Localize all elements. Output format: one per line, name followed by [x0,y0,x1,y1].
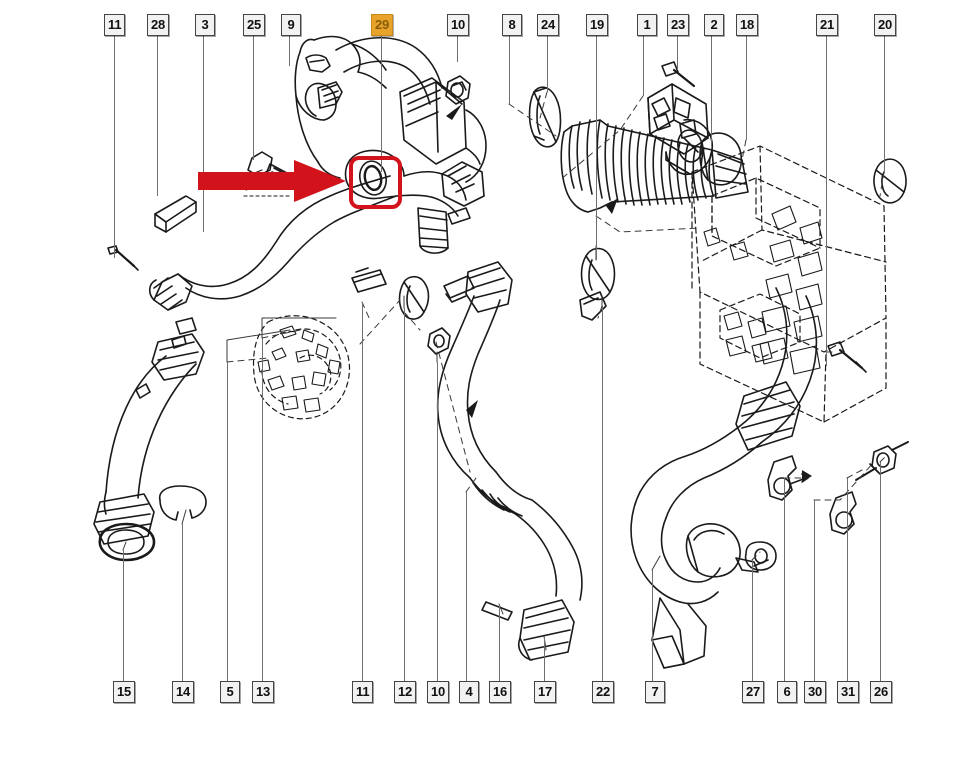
callout-badge-22-bottom-10[interactable]: 22 [592,681,615,703]
callout-badge-17-bottom-9[interactable]: 17 [534,681,557,703]
engine-block-phantom [691,145,887,423]
callout-badge-14-bottom-1[interactable]: 14 [172,681,195,703]
upper-charge-pipe [335,36,487,183]
center-junction-seal [344,149,485,254]
callout-leader-line-21 [826,36,827,366]
callout-badge-11-bottom-4[interactable]: 11 [352,681,374,703]
callout-badge-31-bottom-15[interactable]: 31 [837,681,860,703]
reference-lines [226,91,887,561]
callout-leader-line-28 [157,36,158,196]
callout-leader-line-10 [437,362,438,681]
callout-badge-9-top-4[interactable]: 9 [281,14,301,36]
callout-badge-10-bottom-6[interactable]: 10 [427,681,450,703]
callout-leader-line-5 [227,362,228,681]
ring-11-mid [355,267,369,273]
callout-badge-10-top-6[interactable]: 10 [447,14,470,36]
callout-badge-30-bottom-14[interactable]: 30 [804,681,827,703]
callout-badge-11-top-0[interactable]: 11 [104,14,126,36]
callout-leader-line-31 [847,478,848,681]
callout-leader-line-10 [457,36,458,62]
callout-leader-line-7 [652,570,653,681]
callout-leader-line-22 [602,306,603,681]
callout-badge-7-bottom-11[interactable]: 7 [645,681,665,703]
callout-badge-4-bottom-7[interactable]: 4 [459,681,479,703]
red-pointer-arrow [198,160,346,202]
pin-11-upper [107,245,139,271]
engine-block-detail [703,205,823,375]
callout-leader-line-29 [381,36,382,172]
callout-leader-line-18 [746,36,747,140]
callout-leader-line-11 [362,302,363,681]
callout-badge-25-top-3[interactable]: 25 [243,14,266,36]
callout-badge-15-bottom-0[interactable]: 15 [113,681,136,703]
callout-leader-line-19 [596,36,597,260]
callout-leader-line-23 [677,36,678,70]
callout-leader-line-14 [182,524,183,681]
callout-badge-3-top-2[interactable]: 3 [195,14,215,36]
callout-leader-line-30 [814,500,815,681]
callout-badge-16-bottom-8[interactable]: 16 [489,681,512,703]
pin-11-lower [171,335,187,349]
callout-leader-line-25 [253,36,254,160]
callout-badge-23-top-11[interactable]: 23 [667,14,690,36]
callout-badge-18-top-13[interactable]: 18 [736,14,759,36]
callout-leader-line-1 [643,36,644,96]
callout-leader-line-15 [123,550,124,681]
callout-badge-26-bottom-16[interactable]: 26 [870,681,893,703]
ring-19 [580,247,616,301]
callout-leader-line-27 [752,560,753,681]
lower-left-pipe [93,333,207,562]
callout-badge-1-top-10[interactable]: 1 [637,14,657,36]
turbocharger-detail [257,325,341,413]
callout-badge-29-top-5[interactable]: 29 [371,14,394,36]
callout-leader-line-17 [544,636,545,681]
callout-leader-line-8 [509,36,510,104]
callout-leader-line-24 [547,36,548,92]
left-charge-pipe-3 [148,175,397,335]
callout-leader-line-11 [114,36,115,258]
hose-clamp-ring-24 [528,86,562,148]
callout-leader-line-16 [499,604,500,681]
callout-leader-line-26 [880,462,881,681]
callout-badge-19-top-9[interactable]: 19 [586,14,609,36]
callout-leader-line-6 [784,478,785,681]
callout-badge-12-bottom-5[interactable]: 12 [394,681,417,703]
callout-badge-5-bottom-2[interactable]: 5 [220,681,240,703]
throttle-body [647,61,743,186]
callout-badge-2-top-12[interactable]: 2 [704,14,724,36]
right-lower-charge-pipe [630,287,818,669]
callout-badge-6-bottom-13[interactable]: 6 [777,681,797,703]
lower-center-hose [436,261,583,661]
callout-badge-21-top-14[interactable]: 21 [816,14,839,36]
block-28 [154,195,197,233]
callout-leader-line-20 [884,36,885,172]
plate-12 [351,269,387,293]
callout-badge-27-bottom-12[interactable]: 27 [742,681,765,703]
callout-badge-28-top-1[interactable]: 28 [147,14,170,36]
bushing-20 [873,158,907,204]
nut-10-top [445,75,471,105]
nut-10-lower [427,327,451,355]
callout-leader-line-13 [262,338,263,681]
upper-intake-elbow [294,35,387,179]
callout-badge-8-top-7[interactable]: 8 [502,14,522,36]
mount-hardware-group [744,441,909,571]
callout-leader-line-12 [404,308,405,681]
turbocharger-phantom [252,315,351,420]
callout-leader-line-2 [711,36,712,146]
callout-leader-line-9 [289,36,290,66]
callout-leader-line-3 [203,36,204,232]
callout-badge-24-top-8[interactable]: 24 [537,14,560,36]
callout-badge-20-top-15[interactable]: 20 [874,14,897,36]
bolt-21 [827,341,867,373]
callout-leader-line-4 [466,492,467,681]
pointer-lines [122,245,833,651]
callout-badge-13-bottom-3[interactable]: 13 [252,681,275,703]
